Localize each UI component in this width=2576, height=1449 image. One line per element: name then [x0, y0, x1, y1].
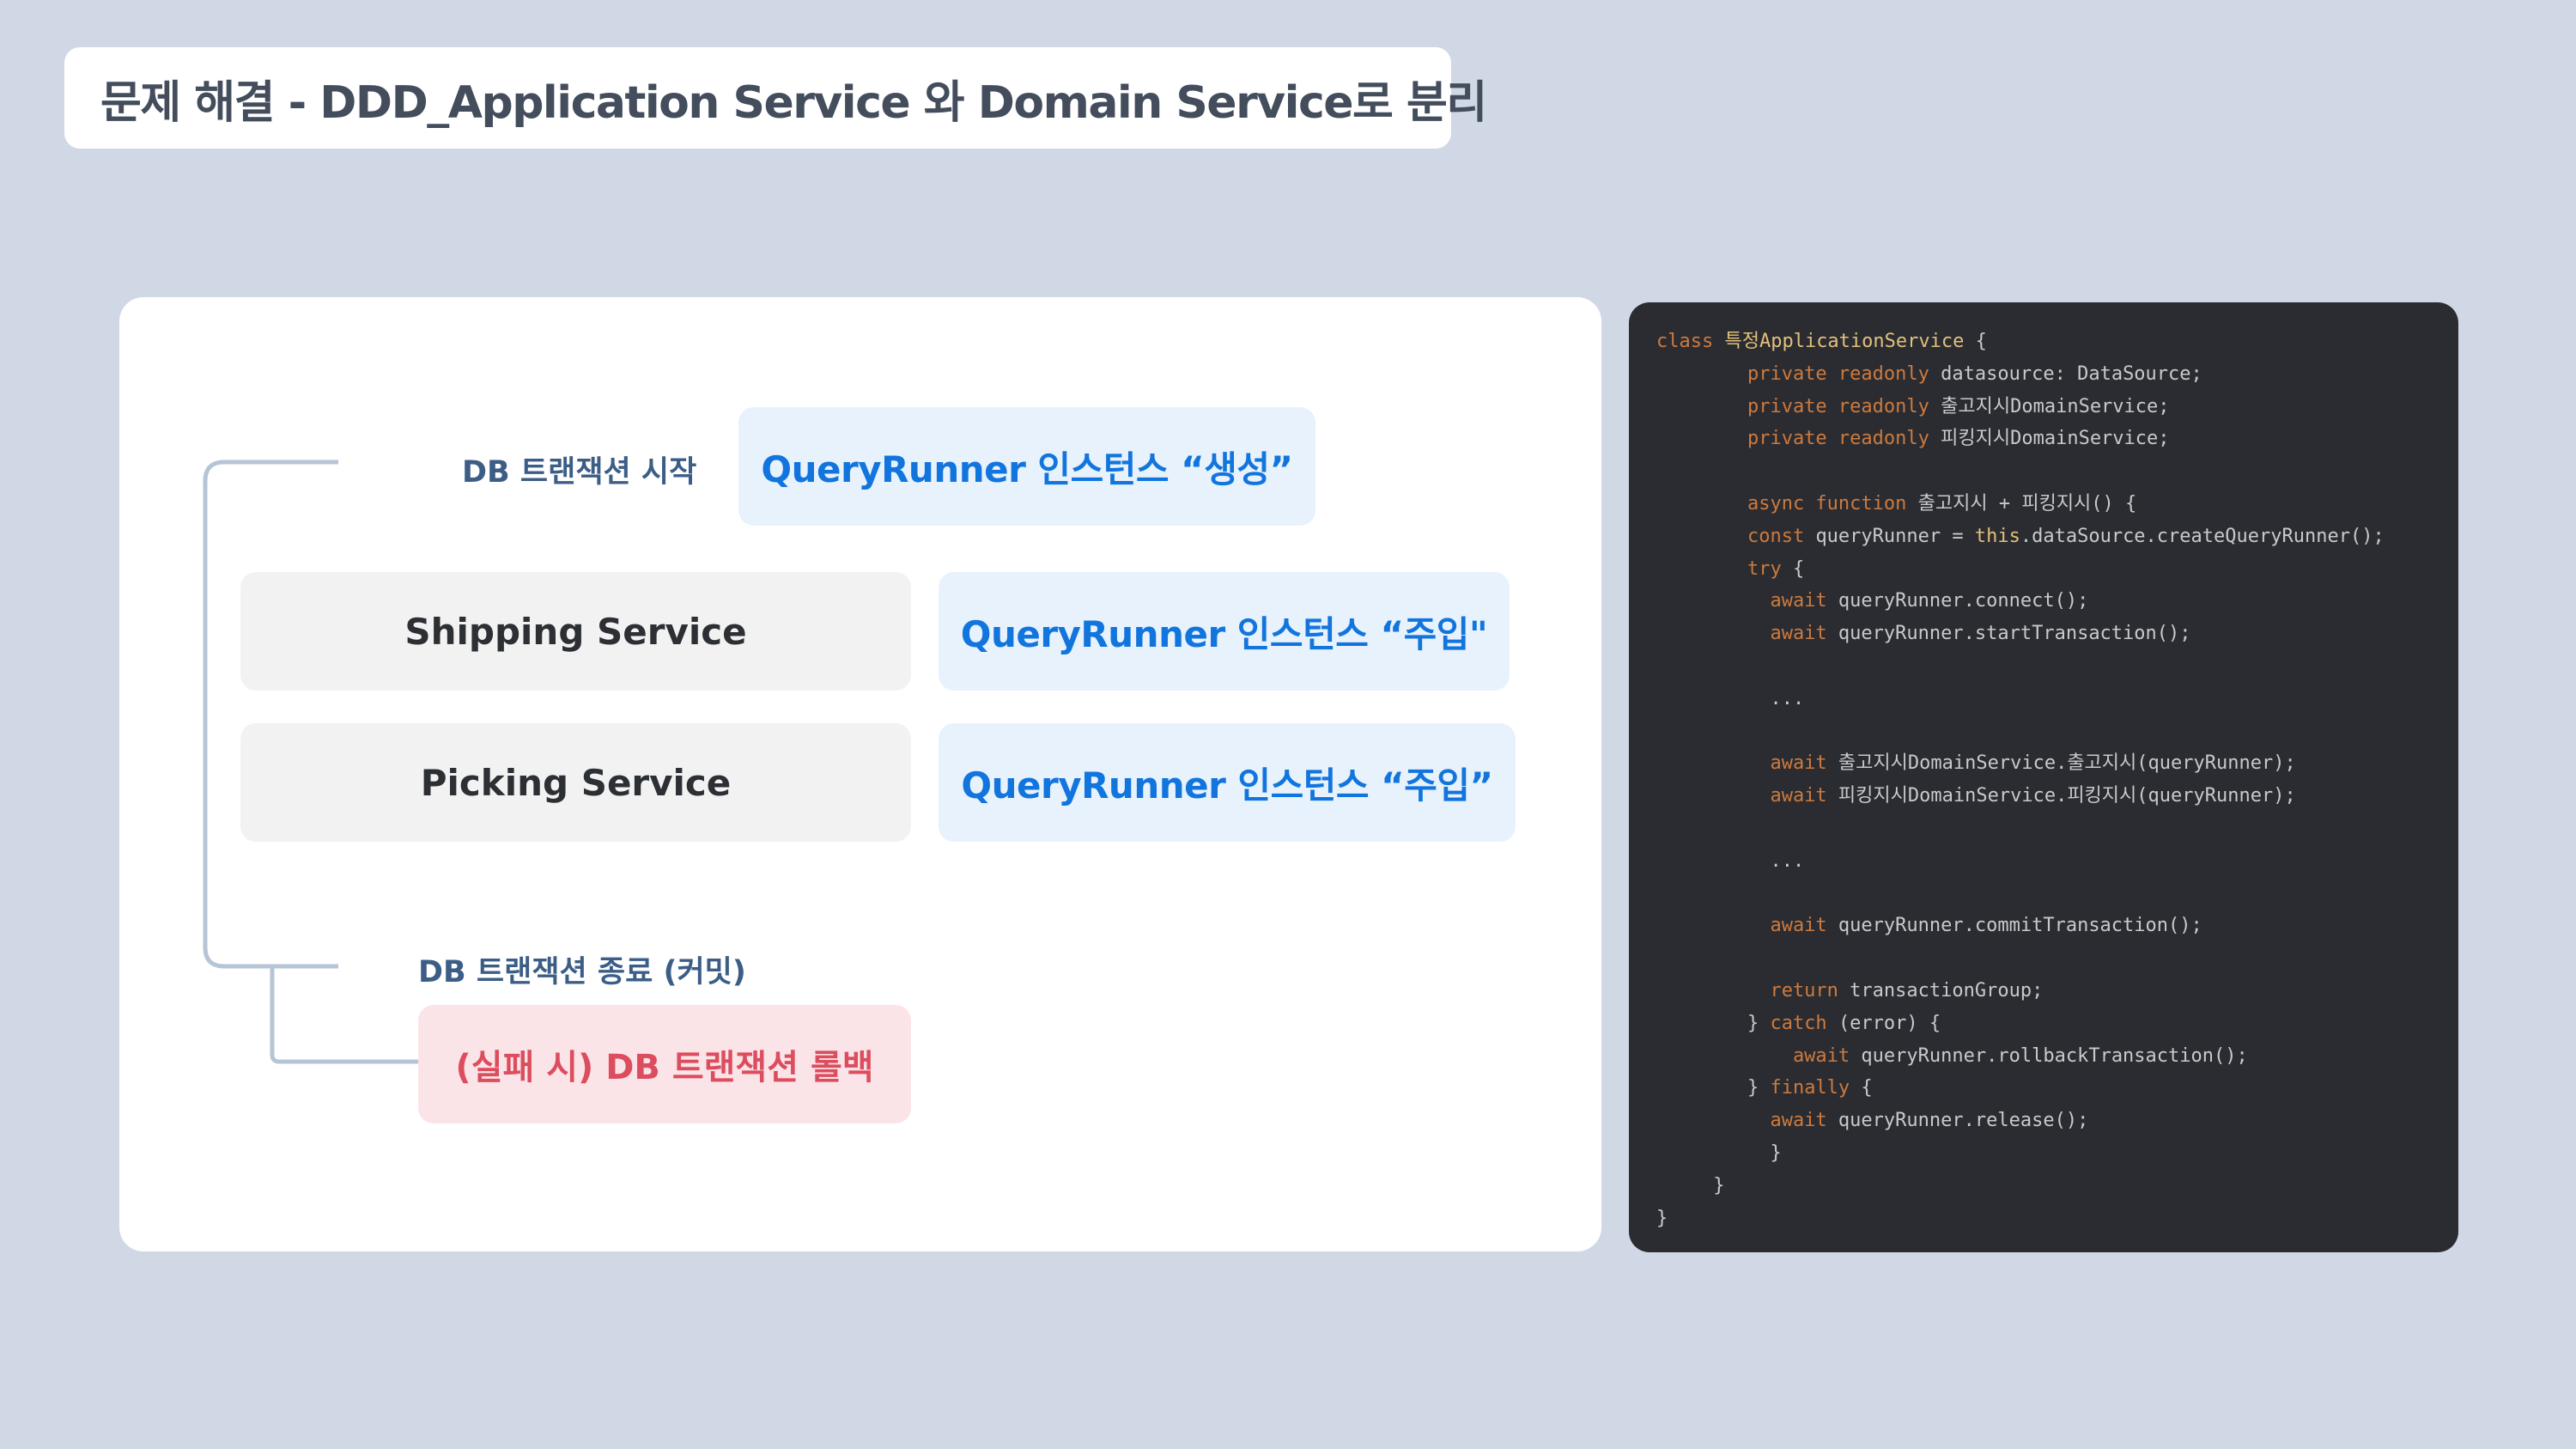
code-token: await [1656, 915, 1838, 937]
code-token: } [1656, 1077, 1771, 1099]
code-line: } finally { [1656, 1072, 2458, 1105]
code-line [1656, 878, 2458, 910]
create-queryrunner-box: QueryRunner 인스턴스 “생성” [738, 407, 1315, 526]
code-line [1656, 942, 2458, 975]
slide-title: 문제 해결 - DDD_Application Service 와 Domain… [100, 76, 1487, 129]
tx-end-label: DB 트랜잭션 종료 (커밋) [418, 955, 746, 989]
code-line: private readonly 피킹지시DomainService; [1656, 423, 2458, 455]
code-token: 출고지시DomainService; [1941, 395, 2170, 417]
code-line: return transactionGroup; [1656, 975, 2458, 1008]
code-token: await [1656, 623, 1838, 645]
code-token: 출고지시DomainService.출고지시(queryRunner); [1838, 752, 2296, 775]
code-token: } [1656, 1012, 1771, 1034]
code-line: const queryRunner = this.dataSource.crea… [1656, 521, 2458, 553]
code-line: } [1656, 1170, 2458, 1202]
code-line: await queryRunner.commitTransaction(); [1656, 910, 2458, 942]
code-line [1656, 715, 2458, 748]
code-token: 특정ApplicationService [1724, 331, 1965, 352]
code-token: await [1656, 785, 1838, 807]
code-token: } [1656, 1207, 1668, 1229]
code-token: (error) { [1838, 1012, 1941, 1034]
code-token: ... [1656, 687, 1805, 709]
code-token: { [1964, 331, 1987, 352]
code-line: private readonly datasource: DataSource; [1656, 358, 2458, 391]
code-line: await queryRunner.release(); [1656, 1105, 2458, 1137]
code-token: try [1656, 557, 1793, 580]
transaction-bracket-lines [203, 460, 418, 1064]
code-token: const [1656, 525, 1816, 547]
picking-service-box: Picking Service [240, 723, 911, 842]
code-line: } [1656, 1137, 2458, 1170]
inject-queryrunner-box-1: QueryRunner 인스턴스 “주입" [939, 572, 1510, 691]
code-token: async function [1656, 492, 1918, 514]
code-line: ... [1656, 683, 2458, 715]
code-line: ... [1656, 845, 2458, 878]
code-line: private readonly 출고지시DomainService; [1656, 391, 2458, 423]
inject-queryrunner-box-2: QueryRunner 인스턴스 “주입” [939, 723, 1516, 842]
code-token: transactionGroup; [1850, 979, 2044, 1002]
code-token: finally [1770, 1077, 1862, 1099]
code-token: await [1656, 752, 1838, 775]
code-line: await queryRunner.connect(); [1656, 585, 2458, 618]
code-token: 피킹지시DomainService; [1941, 428, 2170, 450]
code-line: } [1656, 1202, 2458, 1235]
code-token: this [1974, 525, 2020, 547]
code-line: await queryRunner.rollbackTransaction(); [1656, 1040, 2458, 1073]
code-token: catch [1770, 1012, 1838, 1034]
code-token: return [1656, 979, 1850, 1002]
tx-start-label: DB 트랜잭션 시작 [462, 455, 697, 490]
diagram-panel: DB 트랜잭션 시작 QueryRunner 인스턴스 “생성” Shippin… [119, 297, 1601, 1251]
code-line: try { [1656, 553, 2458, 586]
code-panel: class 특정ApplicationService { private rea… [1629, 302, 2458, 1252]
code-token: await [1656, 590, 1838, 612]
code-token: queryRunner.commitTransaction(); [1838, 915, 2202, 937]
code-line: await 출고지시DomainService.출고지시(queryRunner… [1656, 747, 2458, 780]
code-token: private readonly [1656, 428, 1941, 450]
code-token: .dataSource.createQueryRunner(); [2020, 525, 2385, 547]
code-line: } catch (error) { [1656, 1008, 2458, 1040]
code-token: queryRunner.startTransaction(); [1838, 623, 2191, 645]
code-token: queryRunner.connect(); [1838, 590, 2089, 612]
code-token: datasource: DataSource; [1941, 362, 2202, 385]
code-token: queryRunner = [1815, 525, 1975, 547]
code-token: queryRunner.release(); [1838, 1110, 2089, 1132]
code-token: private readonly [1656, 362, 1941, 385]
code-line [1656, 650, 2458, 683]
code-line: await queryRunner.startTransaction(); [1656, 618, 2458, 650]
code-token: await [1656, 1110, 1838, 1132]
title-card: 문제 해결 - DDD_Application Service 와 Domain… [64, 47, 1487, 149]
code-line [1656, 813, 2458, 845]
code-token: ... [1656, 849, 1805, 872]
code-token: { [1861, 1077, 1873, 1099]
code-token: } [1656, 1174, 1725, 1196]
rollback-box: (실패 시) DB 트랜잭션 롤백 [418, 1005, 911, 1123]
code-token: 피킹지시DomainService.피킹지시(queryRunner); [1838, 785, 2296, 807]
code-token: await [1656, 1044, 1862, 1067]
code-line: async function 출고지시 + 피킹지시() { [1656, 488, 2458, 521]
code-line: class 특정ApplicationService { [1656, 326, 2458, 358]
code-token: queryRunner.rollbackTransaction(); [1861, 1044, 2248, 1067]
code-token: private readonly [1656, 395, 1941, 417]
code-token: class [1656, 331, 1725, 352]
code-line [1656, 455, 2458, 488]
code-token: { [1792, 557, 1805, 580]
code-block: class 특정ApplicationService { private rea… [1656, 326, 2458, 1234]
shipping-service-box: Shipping Service [240, 572, 911, 691]
code-token: } [1656, 1142, 1782, 1164]
code-token: 출고지시 + 피킹지시() { [1917, 492, 2137, 514]
code-line: await 피킹지시DomainService.피킹지시(queryRunner… [1656, 780, 2458, 813]
